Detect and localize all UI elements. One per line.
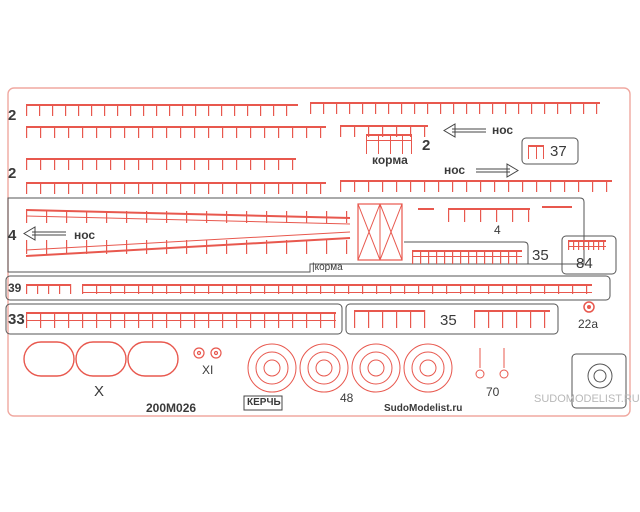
part-70-pins [475, 348, 509, 379]
part-84-grate [568, 240, 606, 247]
logo-frame [571, 353, 627, 409]
part-x-frames [23, 341, 179, 377]
part-35-bottom-frame [345, 303, 559, 335]
stanchions-part-84 [568, 240, 605, 250]
korma-label-top: корма [372, 153, 408, 167]
site-name: SudoModelist.ru [384, 403, 463, 414]
ladder-cross-part [357, 203, 403, 261]
part-35-top-number: 35 [532, 247, 549, 264]
nos-label-left: нос [74, 228, 96, 242]
part-2-number: 2 [422, 137, 431, 154]
korma-label-bottom: |корма [312, 262, 343, 273]
stanchions-part-4 [448, 208, 530, 222]
railing-row-3-lower [25, 231, 351, 257]
part-xi-number: XI [202, 363, 214, 377]
stanchions-row-2a [26, 158, 294, 170]
part-37-railing [528, 145, 544, 159]
row-1-number: 2 [8, 107, 17, 124]
stanchions-row-1a [26, 104, 288, 116]
part-x-number: X [94, 383, 105, 400]
row-2-number: 2 [8, 165, 17, 182]
stanchions-row-1d [340, 125, 426, 137]
brand-mark-frame [243, 395, 283, 411]
nos-label-mid: нос [444, 163, 466, 177]
arrow-right-icon [476, 163, 519, 178]
nos-label-top: нос [492, 123, 514, 137]
watermark: SUDOMODELIST.RU [534, 393, 640, 405]
part-84-number: 84 [576, 255, 593, 272]
part-4-number: 4 [494, 223, 501, 237]
stanchions-row-33 [26, 312, 336, 328]
part-84-frame [561, 235, 617, 275]
railing-row-3-upper [25, 209, 351, 225]
row-4-number: 39 [8, 281, 22, 295]
railing-row-2 [26, 158, 612, 184]
part-35-bottom-number: 35 [440, 312, 457, 329]
sheet-code: 200M026 [146, 401, 197, 415]
part-37-number: 37 [550, 143, 567, 160]
rose-emblem-icon [583, 301, 595, 313]
stanchions-row-2c [340, 180, 608, 192]
stanchions-row-35b [474, 310, 546, 328]
brand-mark: КЕРЧЬ [247, 397, 281, 408]
stanchions-row-3-upper [26, 211, 348, 223]
stanchions-row-35a [354, 310, 426, 328]
arrow-left-icon [443, 123, 486, 138]
stanchions-row-1b [310, 102, 598, 114]
row-3-number: 4 [8, 227, 17, 244]
korma-railing-part [366, 134, 412, 154]
part-48-number: 48 [340, 391, 354, 405]
part-35-bottom-railing [354, 310, 550, 312]
stanchions-row-1c [26, 126, 322, 138]
part-35-top-railing [412, 250, 522, 257]
railing-row-1 [26, 102, 600, 128]
part-48-discs [247, 343, 453, 393]
snail-shell-logo [587, 363, 613, 389]
stanchions-part-35-top [412, 250, 518, 264]
part-70-number: 70 [486, 385, 500, 399]
stanchions-row-39 [82, 284, 588, 294]
part-35-top-frame [404, 241, 529, 264]
part-4-railing [418, 206, 572, 210]
arrow-left-icon-2 [23, 226, 66, 241]
part-37-frame [521, 137, 579, 165]
part-33-frame [5, 303, 343, 335]
stanchions-row-39-left [26, 284, 72, 294]
part-4-frame [7, 197, 585, 273]
part-xi-gears [193, 347, 222, 359]
stanchions-row-2b [26, 182, 322, 194]
part-22a-number: 22a [578, 317, 599, 331]
part-39-frame [5, 275, 611, 301]
row-5-number: 33 [8, 311, 25, 328]
stanchions-row-3-lower [26, 240, 348, 254]
